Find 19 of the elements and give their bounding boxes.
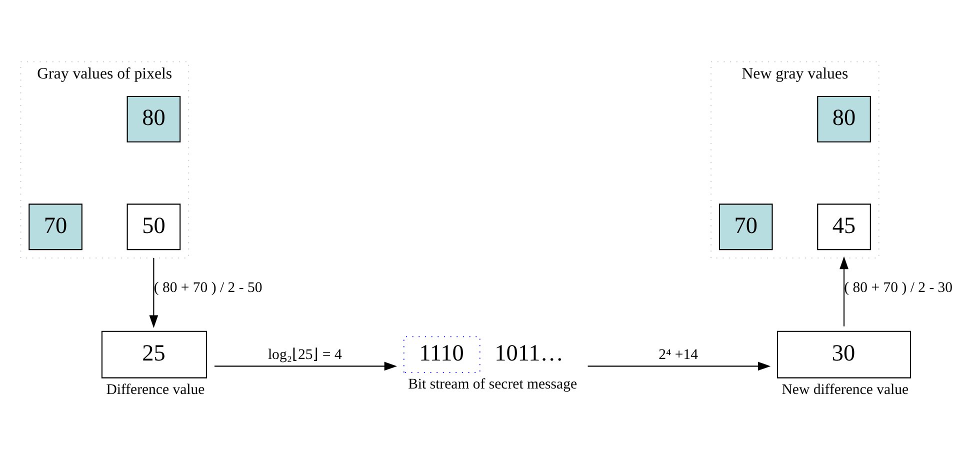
node-label: New difference value <box>782 382 909 398</box>
edge-label: ( 80 + 70 ) / 2 - 30 <box>844 280 953 296</box>
arrow <box>840 256 848 326</box>
edge-label: 2⁴ +14 <box>658 347 698 364</box>
node-box: 80 <box>817 96 871 142</box>
node-label: Bit stream of secret message <box>408 376 578 393</box>
arrow <box>149 258 158 328</box>
node-label: 1011… <box>494 340 564 366</box>
edge-label: log₂⌊25⌋ = 4 <box>268 347 342 364</box>
arrow <box>214 362 398 371</box>
node-box: 1110 <box>403 336 480 374</box>
node-box: 45 <box>817 204 871 250</box>
node-box: 70 <box>718 204 773 250</box>
node-box: 80 <box>126 96 181 142</box>
node-label: Difference value <box>106 382 205 398</box>
edge-label: ( 80 + 70 ) / 2 - 50 <box>154 280 262 296</box>
arrow <box>588 362 771 371</box>
node-box: 50 <box>126 204 181 250</box>
node-box: 70 <box>28 204 82 250</box>
